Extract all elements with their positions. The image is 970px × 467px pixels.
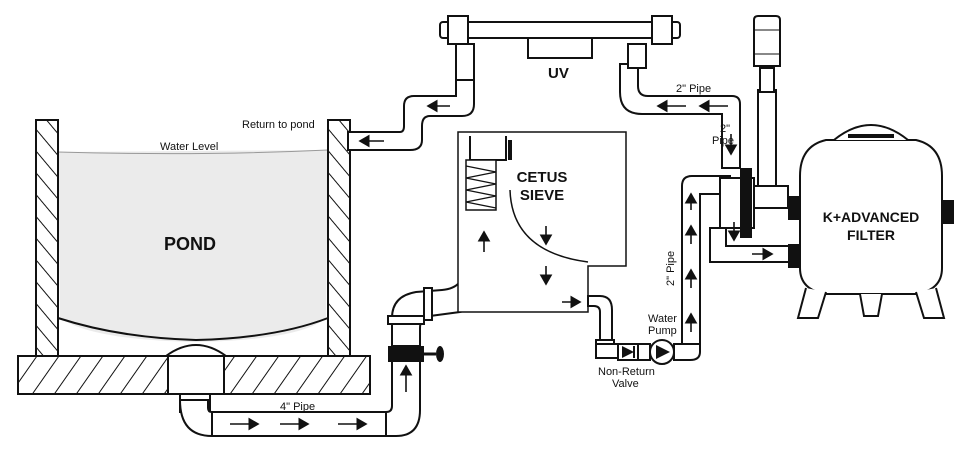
gate-valve xyxy=(388,346,444,362)
filter-leg xyxy=(915,287,946,319)
sieve-screen xyxy=(509,189,589,263)
sieve-label: SIEVE xyxy=(520,187,564,204)
bellows-zigzag xyxy=(465,165,497,209)
filter-flange xyxy=(788,244,800,268)
pipe-coupling xyxy=(387,315,425,325)
uv-tube xyxy=(439,21,681,39)
pipe-2-top-label: 2" Pipe xyxy=(676,83,711,95)
riser-cap-stem xyxy=(759,67,775,93)
filter-label-2: FILTER xyxy=(847,227,895,243)
valve-body xyxy=(388,346,424,362)
sieve-body xyxy=(457,131,627,313)
valve-body-dark xyxy=(740,168,752,238)
uv-endcap-right xyxy=(651,15,673,45)
uv-label: UV xyxy=(548,65,569,82)
sieve-outlet-pipe xyxy=(587,295,613,345)
water-pump-label-2: Pump xyxy=(648,325,677,337)
water-level-line xyxy=(57,149,329,155)
uv-ballast xyxy=(527,37,593,59)
uv-fitting-left xyxy=(455,43,475,81)
pond-left-wall xyxy=(35,119,59,357)
sieve-inlet-lip xyxy=(508,140,512,160)
return-to-pond-label: Return to pond xyxy=(242,119,315,131)
uv-endcap-left xyxy=(447,15,469,45)
pipe-4-inch xyxy=(178,359,421,437)
riser-cap xyxy=(753,15,781,67)
pipe-2-vertical-label: 2" Pipe xyxy=(665,251,677,286)
uv-clarifier: UV xyxy=(439,15,681,82)
non-return-label-2: Valve xyxy=(612,378,639,390)
cetus-sieve: CETUS SIEVE xyxy=(457,131,627,313)
drain-sump xyxy=(167,355,225,395)
filter-flange xyxy=(788,196,800,220)
k-advanced-filter: K+ADVANCED FILTER xyxy=(709,124,954,319)
uv-to-pond-pipe xyxy=(347,79,475,151)
pump-icon xyxy=(656,345,670,359)
filter-return-riser xyxy=(757,89,777,187)
pond-water xyxy=(58,150,328,342)
pond: Water Level POND xyxy=(17,119,371,395)
pipe-4-label: 4" Pipe xyxy=(280,401,315,413)
pipe-coupling xyxy=(423,287,433,321)
check-valve-icon xyxy=(622,346,634,358)
filter-label-1: K+ADVANCED xyxy=(823,209,920,225)
filter-leg xyxy=(796,287,827,319)
water-pump-label-1: Water xyxy=(648,313,677,325)
valve-port xyxy=(753,185,789,209)
uv-fitting-right xyxy=(627,43,647,69)
water-pump xyxy=(649,339,675,365)
filter-to-uv-pipe xyxy=(619,63,741,169)
non-return-valve xyxy=(617,343,639,361)
pond-label: POND xyxy=(164,234,216,254)
non-return-label-1: Non-Return xyxy=(598,366,655,378)
pond-right-wall xyxy=(327,119,351,357)
filter-flange xyxy=(942,200,954,224)
pipe-valve-pump xyxy=(637,343,651,361)
bottom-pipe: 4" Pipe xyxy=(178,359,421,437)
valve-handle xyxy=(436,346,444,362)
bottom-drain xyxy=(162,344,230,357)
pond-floor xyxy=(57,317,329,342)
pipe-2-label-2: Pipe xyxy=(712,135,734,147)
water-level-label: Water Level xyxy=(160,141,218,153)
cetus-label: CETUS xyxy=(517,169,568,186)
filter-leg xyxy=(859,293,883,317)
pipe-2-label-1: 2" xyxy=(720,123,730,135)
